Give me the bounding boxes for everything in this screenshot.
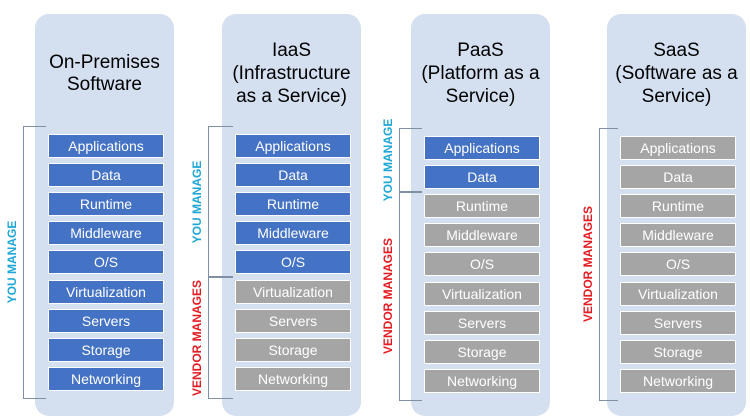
layer-virtualization: Virtualization — [424, 281, 540, 306]
layer-storage: Storage — [620, 339, 736, 364]
layer-networking: Networking — [235, 366, 351, 391]
layer-o-s: O/S — [620, 252, 736, 277]
layer-middleware: Middleware — [424, 223, 540, 248]
layer-applications: Applications — [48, 134, 164, 158]
you-manage-bracket — [23, 126, 46, 399]
column-title-line: as a Service) — [236, 86, 347, 107]
layer-virtualization: Virtualization — [235, 279, 351, 304]
you-manage-bracket — [399, 128, 422, 192]
column-title-line: (Software as a — [615, 63, 738, 84]
layer-data: Data — [620, 165, 736, 190]
layer-servers: Servers — [235, 308, 351, 333]
layer-middleware: Middleware — [235, 221, 351, 246]
column-title-line: SaaS — [653, 40, 700, 61]
column-title-line: On-Premises — [49, 52, 160, 73]
you-manage-label: YOU MANAGE — [5, 221, 19, 304]
vendor-manages-label: VENDOR MANAGES — [190, 279, 204, 396]
layer-networking: Networking — [620, 368, 736, 393]
layer-data: Data — [424, 165, 540, 190]
layer-networking: Networking — [424, 368, 540, 393]
layer-o-s: O/S — [48, 250, 164, 275]
layer-virtualization: Virtualization — [620, 281, 736, 306]
column-title-line: PaaS — [457, 40, 504, 61]
layer-applications: Applications — [424, 136, 540, 160]
column-title-line: (Infrastructure — [232, 63, 351, 84]
layer-runtime: Runtime — [235, 192, 351, 217]
layer-storage: Storage — [424, 339, 540, 364]
vendor-manage-bracket — [599, 128, 618, 401]
layer-servers: Servers — [48, 308, 164, 333]
layer-runtime: Runtime — [620, 194, 736, 219]
layer-storage: Storage — [235, 337, 351, 362]
you-manage-bracket — [208, 126, 233, 277]
layer-middleware: Middleware — [620, 223, 736, 248]
layer-storage: Storage — [48, 337, 164, 362]
layer-data: Data — [235, 163, 351, 188]
column-title-line: Service) — [445, 86, 516, 107]
layer-servers: Servers — [620, 310, 736, 335]
layer-applications: Applications — [235, 134, 351, 158]
layer-servers: Servers — [424, 310, 540, 335]
column-title-line: Service) — [641, 86, 712, 107]
layer-networking: Networking — [48, 366, 164, 391]
vendor-manage-bracket — [208, 277, 233, 399]
column-title-line: IaaS — [271, 40, 312, 61]
layer-runtime: Runtime — [424, 194, 540, 219]
column-title-line: Software — [67, 74, 142, 95]
layer-middleware: Middleware — [48, 221, 164, 246]
vendor-manages-label: VENDOR MANAGES — [581, 206, 595, 323]
column-title-line: (Platform as a — [421, 63, 540, 84]
layer-runtime: Runtime — [48, 192, 164, 217]
vendor-manage-bracket — [399, 191, 422, 401]
layer-virtualization: Virtualization — [48, 279, 164, 304]
layer-o-s: O/S — [235, 250, 351, 275]
layer-data: Data — [48, 163, 164, 188]
layer-applications: Applications — [620, 136, 736, 160]
layer-o-s: O/S — [424, 252, 540, 277]
vendor-manages-label: VENDOR MANAGES — [381, 238, 395, 355]
